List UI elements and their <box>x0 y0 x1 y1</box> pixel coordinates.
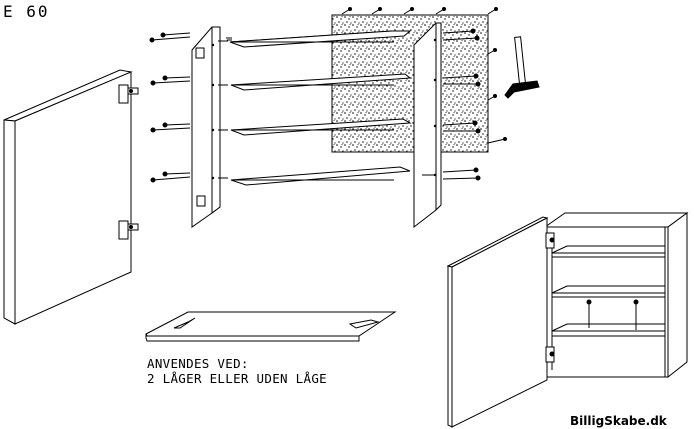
usage-note-line-2: 2 LÅGER ELLER UDEN LÅGE <box>147 371 327 386</box>
shelf-pins <box>211 38 437 180</box>
brand-watermark: BilligSkabe.dk <box>570 414 667 428</box>
shelf-bottom <box>230 166 411 186</box>
shelf-top <box>229 30 412 48</box>
right-side-panel <box>413 22 442 229</box>
usage-note: ANVENDES VED: 2 LÅGER ELLER UDEN LÅGE <box>147 356 327 386</box>
assembled-cabinet <box>543 212 689 379</box>
bottom-board <box>145 311 397 342</box>
model-code: E 60 <box>3 2 50 21</box>
shelf-upper <box>230 73 412 91</box>
hammer-icon <box>504 36 540 99</box>
shelf-middle <box>230 118 412 136</box>
screw-icon <box>149 7 507 183</box>
assembled-cabinet-door <box>446 216 555 428</box>
usage-note-line-1: ANVENDES VED: <box>147 356 249 371</box>
hinge-icon <box>118 84 139 240</box>
left-panel-hinge-plates <box>195 47 206 207</box>
left-door <box>3 69 133 325</box>
